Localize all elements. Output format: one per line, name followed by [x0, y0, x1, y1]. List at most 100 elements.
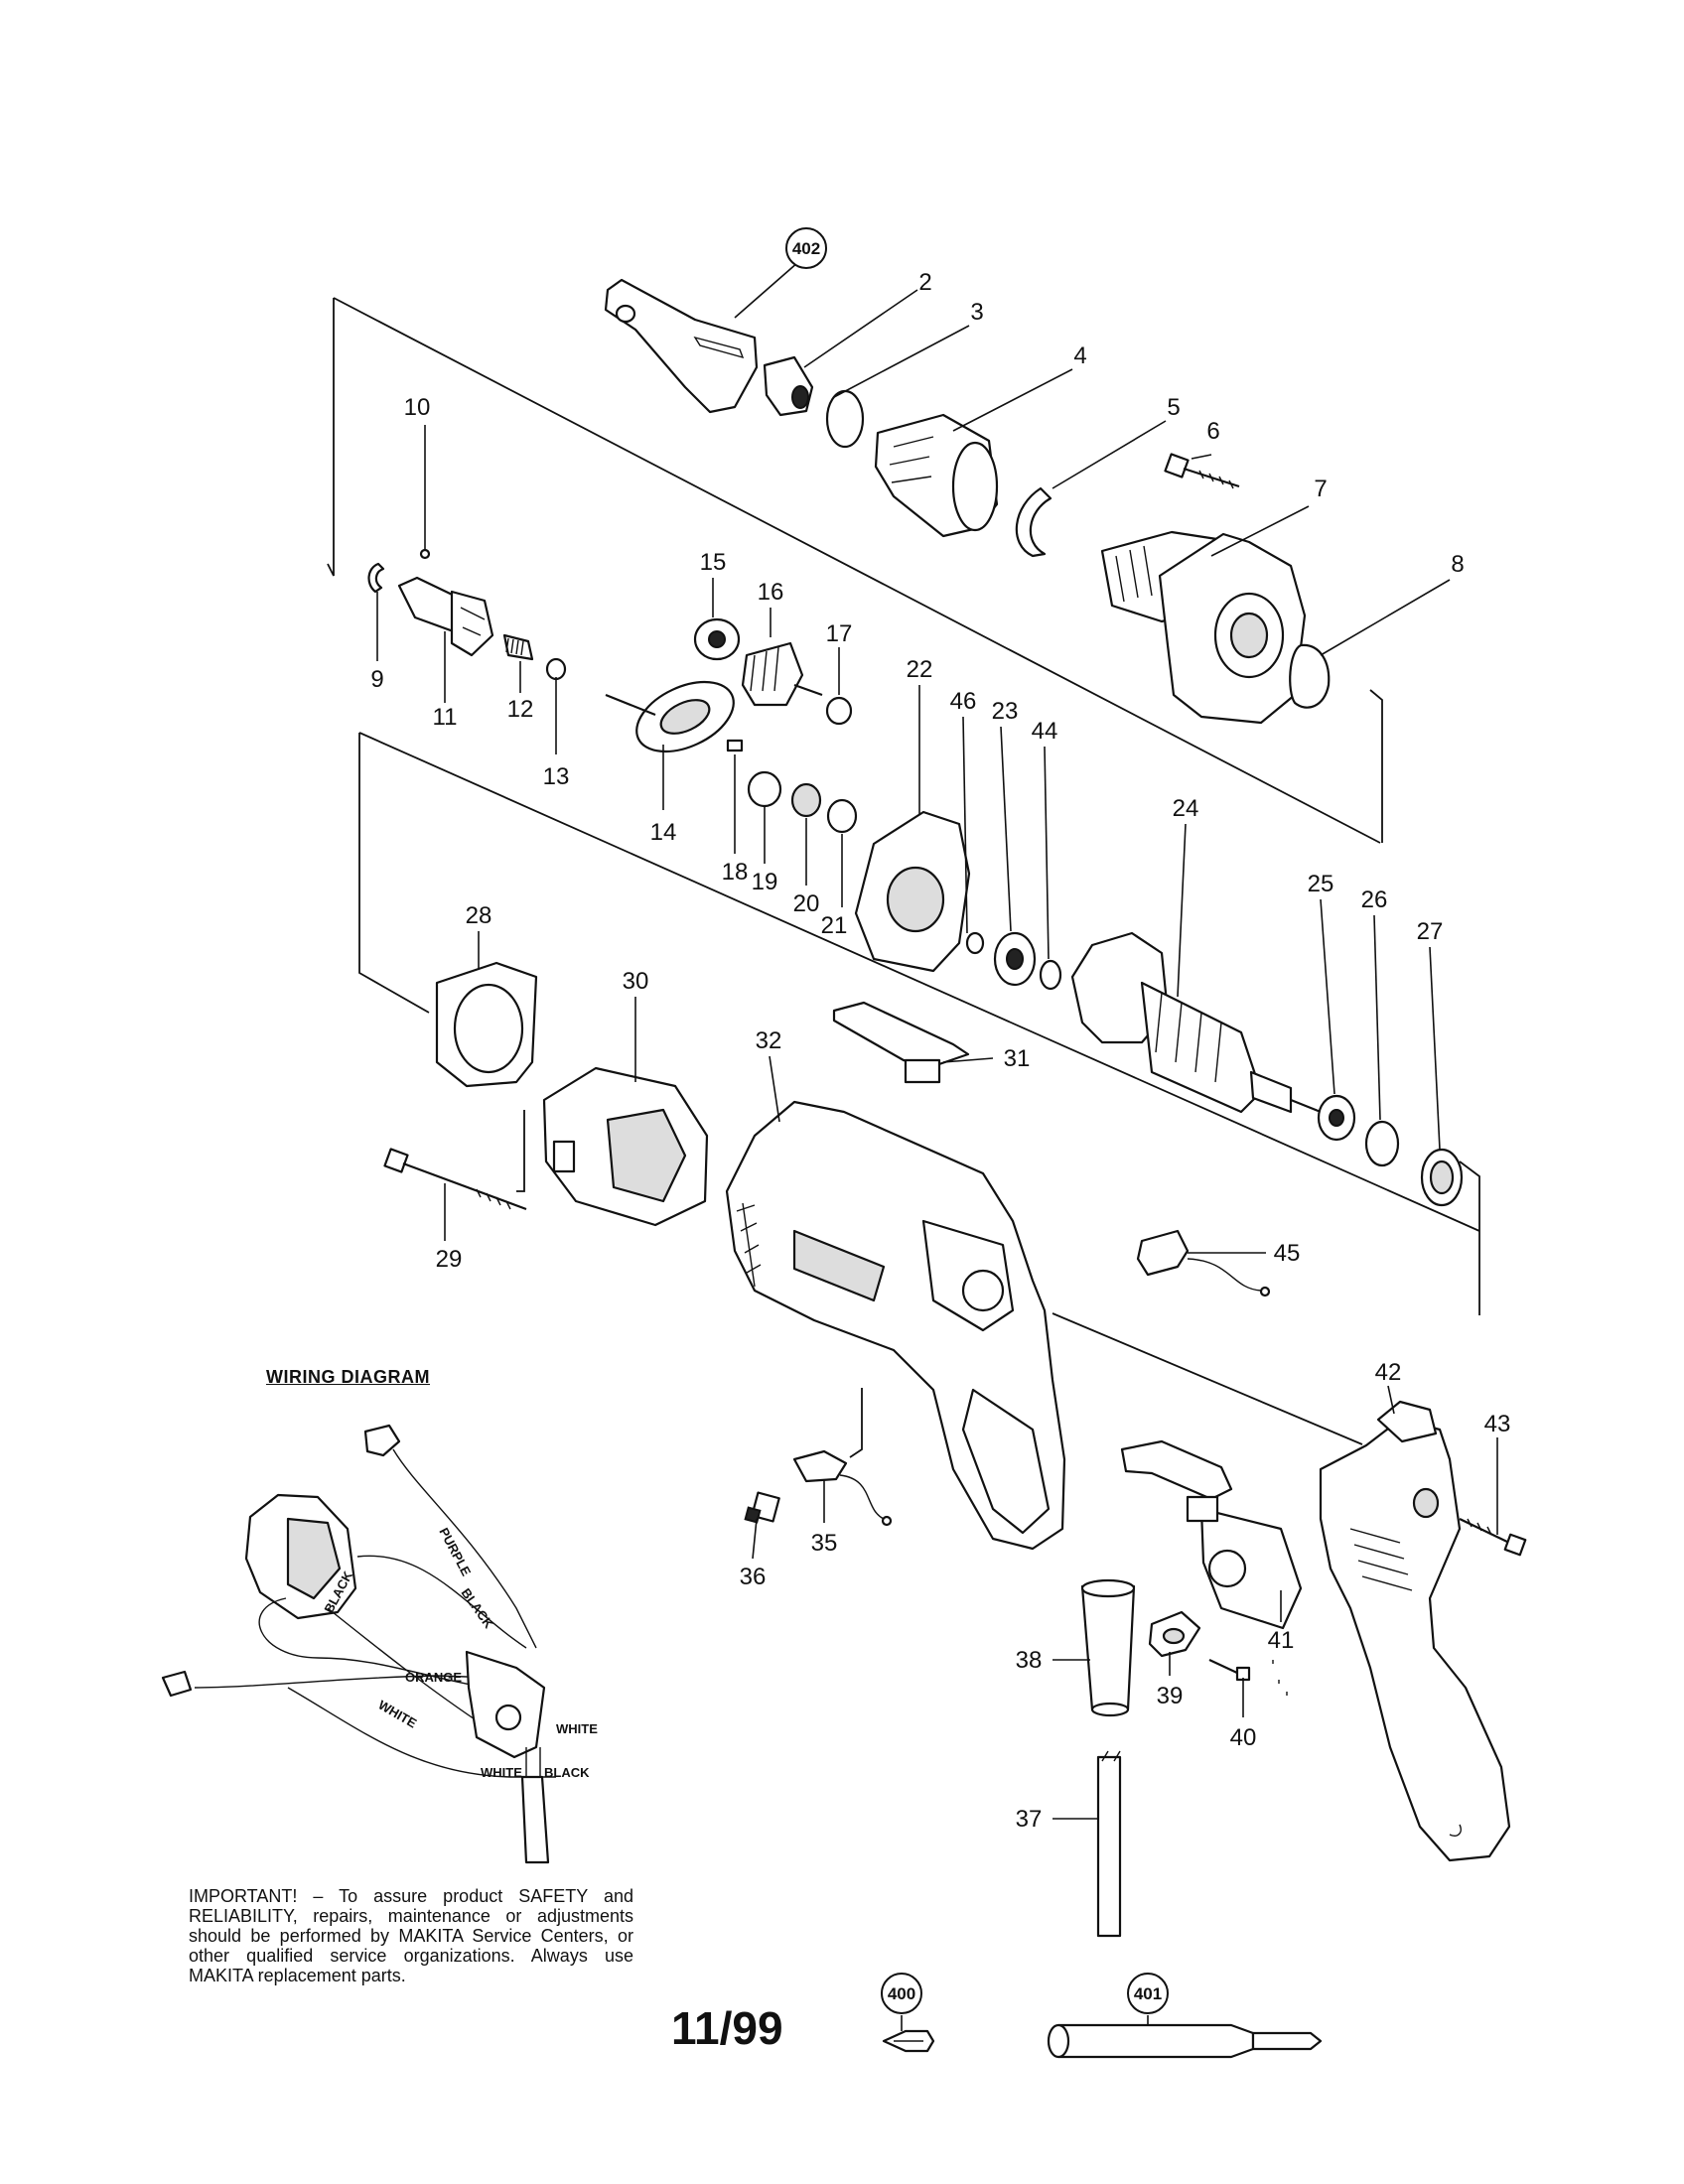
label-36: 36 — [740, 1564, 767, 1590]
part-19-washer — [747, 770, 782, 808]
part-24-armature — [1070, 931, 1322, 1114]
part-401-bit-extension — [1047, 2023, 1323, 2059]
part-35-lead-wire — [792, 1449, 893, 1527]
part-400-screwdriver-bit — [882, 2029, 935, 2053]
wiring-diagram-title: WIRING DIAGRAM — [266, 1367, 430, 1387]
label-27: 27 — [1417, 918, 1444, 945]
wire-label-white-1: WHITE — [376, 1698, 420, 1731]
wire-label-purple: PURPLE — [436, 1525, 474, 1578]
assembly-outline-middle — [358, 732, 1480, 1315]
label-11: 11 — [433, 704, 458, 731]
label-42: 42 — [1375, 1359, 1402, 1386]
label-5: 5 — [1167, 394, 1180, 421]
part-10-steel-ball — [419, 548, 431, 560]
wiring-labels: PURPLE BLACK BLACK ORANGE WHITE WHITE WH… — [321, 1525, 598, 1780]
part-6-screw — [1164, 453, 1240, 489]
part-36-carbon-brush — [744, 1491, 780, 1524]
svg-text:401: 401 — [1134, 1984, 1162, 2003]
label-44: 44 — [1032, 718, 1058, 745]
label-41: 41 — [1268, 1627, 1295, 1654]
callout-402: 402 — [785, 227, 827, 269]
label-7: 7 — [1314, 476, 1327, 502]
label-40: 40 — [1230, 1724, 1257, 1751]
callout-401: 401 — [1127, 1973, 1169, 2014]
label-15: 15 — [700, 549, 727, 576]
part-402-bit-holder — [604, 278, 759, 414]
label-29: 29 — [436, 1246, 463, 1273]
label-8: 8 — [1451, 551, 1464, 578]
wire-label-white-2: WHITE — [556, 1721, 598, 1736]
label-12: 12 — [507, 696, 534, 723]
wire-label-orange: ORANGE — [405, 1670, 462, 1685]
part-3-o-ring — [825, 389, 865, 449]
label-9: 9 — [370, 666, 383, 693]
part-45-lead-wire — [1136, 1229, 1271, 1297]
label-20: 20 — [793, 890, 820, 917]
handle-outline — [849, 1312, 1363, 1458]
part-16-gear — [741, 641, 823, 707]
part-39-cord-clamp — [1148, 1610, 1201, 1658]
label-32: 32 — [756, 1027, 782, 1054]
part-9-retaining-ring — [367, 562, 385, 594]
part-32-motor-housing — [725, 1100, 1066, 1551]
part-14-spur-gear — [605, 680, 735, 753]
part-28-baffle-plate — [435, 961, 538, 1088]
wire-label-white-3: WHITE — [481, 1765, 522, 1780]
part-7-gear-housing — [1100, 530, 1307, 725]
part-43-screw — [1459, 1518, 1527, 1557]
part-30-field — [542, 1066, 709, 1227]
svg-text:400: 400 — [888, 1984, 915, 2003]
label-16: 16 — [758, 579, 784, 606]
label-28: 28 — [466, 902, 492, 929]
leader-lines — [376, 254, 1498, 2031]
part-8-ring — [1289, 643, 1331, 709]
part-38-strain-relief — [1080, 1578, 1136, 1717]
part-20-washer — [790, 782, 822, 818]
part-46-washer — [965, 931, 985, 955]
svg-text:402: 402 — [792, 239, 820, 258]
label-6: 6 — [1206, 418, 1219, 445]
part-4-locator — [874, 413, 999, 538]
label-13: 13 — [543, 763, 570, 790]
part-21-washer — [826, 798, 858, 834]
wiring-diagram-drawing — [161, 1424, 556, 1864]
part-37-cord — [1096, 1750, 1122, 1938]
part-42-handle-cover — [1319, 1400, 1511, 1862]
part-41-switch — [1120, 1439, 1303, 1630]
part-number-labels: 2 3 4 5 6 7 8 9 10 11 12 13 14 15 16 17 … — [370, 269, 1510, 1833]
part-22-bearing-box — [854, 810, 971, 973]
part-11-spindle — [397, 576, 494, 657]
label-2: 2 — [918, 269, 931, 296]
callout-400: 400 — [881, 1973, 922, 2014]
label-39: 39 — [1157, 1683, 1184, 1709]
part-40-screw — [1208, 1659, 1288, 1696]
part-44-washer — [1039, 959, 1062, 991]
part-15-bearing — [693, 617, 741, 661]
part-5-retaining-ring — [1015, 486, 1052, 558]
date-code: 11/99 — [671, 2002, 783, 2054]
label-46: 46 — [950, 688, 977, 715]
label-14: 14 — [650, 819, 677, 846]
part-26-insulation-washer — [1364, 1120, 1400, 1167]
label-45: 45 — [1274, 1240, 1301, 1267]
part-17-washer — [825, 696, 853, 726]
label-38: 38 — [1016, 1647, 1043, 1674]
part-13-washer — [545, 657, 567, 681]
part-18-pin — [726, 739, 744, 752]
part-25-bearing — [1317, 1094, 1356, 1142]
assembly-outline-top — [327, 297, 1383, 844]
label-3: 3 — [970, 299, 983, 326]
safety-notice: IMPORTANT! – To assure product SAFETY an… — [189, 1886, 633, 1985]
part-29-hex-bolt — [383, 1148, 527, 1211]
label-19: 19 — [752, 869, 778, 895]
label-10: 10 — [404, 394, 431, 421]
part-31-nameplate — [832, 1001, 970, 1084]
label-37: 37 — [1016, 1806, 1043, 1833]
label-26: 26 — [1361, 887, 1388, 913]
wire-label-black-3: BLACK — [544, 1765, 590, 1780]
label-24: 24 — [1173, 795, 1199, 822]
label-22: 22 — [907, 656, 933, 683]
label-18: 18 — [722, 859, 749, 886]
label-17: 17 — [826, 620, 853, 647]
